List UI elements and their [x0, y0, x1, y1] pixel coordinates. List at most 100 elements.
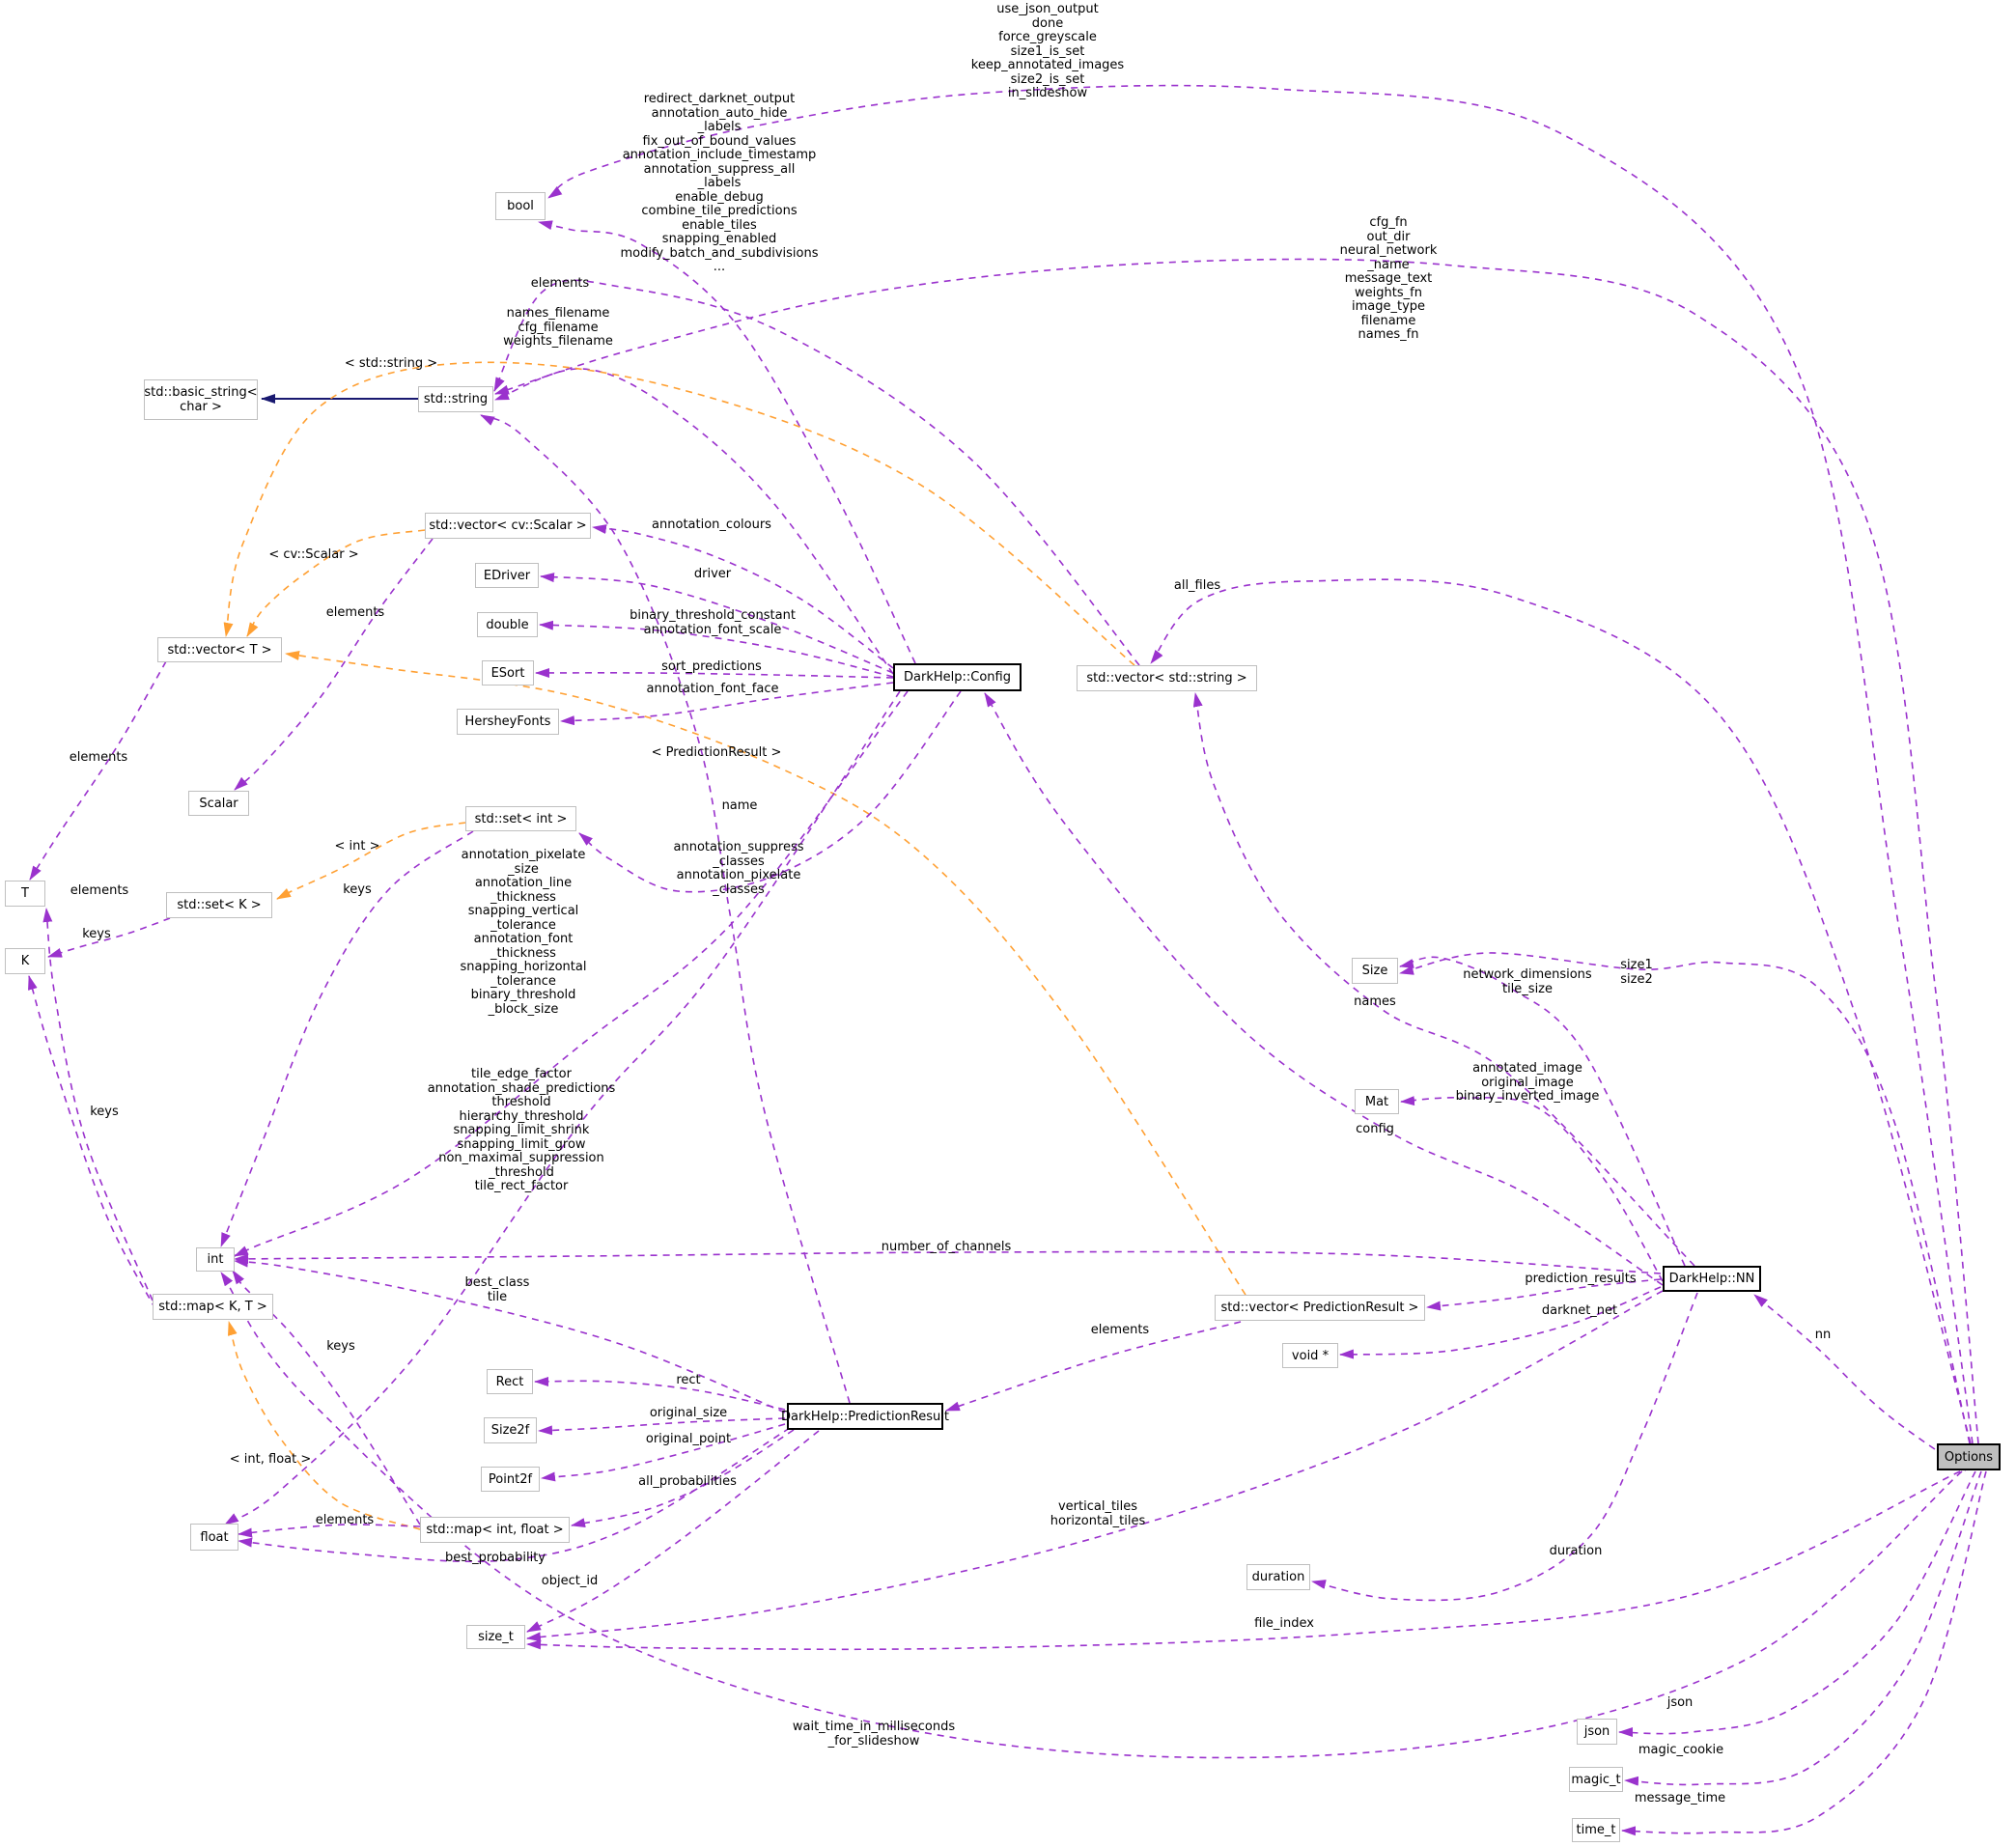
node-veccv[interactable]: std::vector< cv::Scalar > — [425, 513, 591, 539]
edge-options-to-json — [1618, 1470, 1976, 1738]
edge-nn-to-vecstr — [1192, 692, 1695, 1267]
node-T[interactable]: T — [5, 881, 45, 907]
edge-label-40: all_probabilities — [638, 1474, 737, 1489]
node-nn[interactable]: DarkHelp::NN — [1663, 1266, 1761, 1292]
edge-label-47: file_index — [1254, 1616, 1314, 1631]
edge-label-24: network_dimensions tile_size — [1463, 967, 1592, 996]
edge-label-16: annotation_pixelate _size annotation_lin… — [460, 848, 587, 1017]
edge-config-to-edriver — [540, 573, 894, 674]
edge-config-to-float — [224, 690, 901, 1525]
edge-config-to-hershey — [560, 682, 894, 726]
edge-config-to-esort — [535, 667, 894, 679]
edge-config-to-double — [539, 620, 894, 678]
edge-pr-to-rect — [534, 1376, 786, 1411]
edge-veccv-to-vecT — [246, 529, 426, 637]
edge-label-28: annotated_image original_image binary_in… — [1455, 1061, 1600, 1104]
node-options[interactable]: Options — [1937, 1443, 2001, 1470]
edge-nn-to-vecpr — [1426, 1278, 1662, 1311]
node-json[interactable]: json — [1577, 1719, 1617, 1745]
node-mapif[interactable]: std::map< int, float > — [420, 1517, 570, 1543]
edge-label-1: redirect_darknet_output annotation_auto_… — [620, 92, 819, 274]
node-basicstring[interactable]: std::basic_string< char > — [144, 379, 258, 420]
edge-pr-to-sizet — [526, 1430, 820, 1633]
edge-vecT-to-T — [29, 660, 167, 881]
node-mat[interactable]: Mat — [1355, 1089, 1399, 1114]
node-double[interactable]: double — [477, 612, 538, 637]
edge-label-3: elements — [530, 276, 590, 291]
edge-label-0: use_json_output done force_greyscale siz… — [970, 2, 1125, 100]
edge-options-to-int — [220, 1272, 1963, 1759]
edge-label-42: best_probability — [445, 1551, 546, 1565]
edge-label-22: keys — [343, 882, 372, 897]
node-string[interactable]: std::string — [418, 386, 493, 412]
node-esort[interactable]: ESort — [482, 660, 534, 686]
node-setint[interactable]: std::set< int > — [465, 806, 576, 831]
edge-mapKT-to-K — [28, 975, 156, 1310]
edge-pr-to-point2f — [541, 1423, 786, 1482]
node-setK[interactable]: std::set< K > — [166, 892, 272, 918]
edge-label-41: elements — [315, 1513, 375, 1527]
edge-vecpr-to-pr — [945, 1321, 1242, 1412]
edge-label-38: original_size — [649, 1406, 728, 1420]
edges — [28, 84, 1987, 1836]
edge-label-18: elements — [69, 750, 128, 765]
edge-mapif-to-int — [232, 1270, 421, 1525]
node-voidp[interactable]: void * — [1282, 1343, 1338, 1368]
edge-label-5: < std::string > — [344, 356, 438, 371]
edge-setint-to-setK — [276, 822, 466, 900]
edge-label-17: tile_edge_factor annotation_shade_predic… — [427, 1067, 616, 1193]
node-duration[interactable]: duration — [1246, 1564, 1310, 1590]
edge-label-13: < PredictionResult > — [651, 745, 782, 760]
edge-config-to-string — [494, 368, 894, 675]
node-vecT[interactable]: std::vector< T > — [157, 637, 282, 662]
node-config[interactable]: DarkHelp::Config — [893, 663, 1022, 691]
node-sizet[interactable]: size_t — [466, 1625, 525, 1649]
node-float[interactable]: float — [190, 1524, 238, 1551]
edge-label-15: annotation_suppress _classes annotation_… — [673, 840, 804, 897]
edge-label-44: object_id — [541, 1574, 599, 1588]
edge-mapif-to-mapKT — [227, 1321, 421, 1530]
edge-pr-to-int — [234, 1257, 786, 1413]
node-point2f[interactable]: Point2f — [481, 1467, 540, 1492]
node-int[interactable]: int — [196, 1247, 235, 1272]
edge-pr-to-mapif — [571, 1429, 795, 1527]
edge-label-43: < int, float > — [229, 1452, 312, 1467]
edge-label-37: rect — [676, 1373, 701, 1387]
edge-options-to-magict — [1624, 1470, 1982, 1786]
edge-label-27: all_files — [1173, 578, 1221, 593]
node-magict[interactable]: magic_t — [1569, 1767, 1623, 1792]
edge-label-7: < cv::Scalar > — [268, 547, 359, 562]
edge-label-25: size1 size2 — [1620, 958, 1653, 987]
edge-label-26: names — [1354, 994, 1396, 1009]
edge-pr-to-size2f — [538, 1417, 786, 1436]
node-vecpr[interactable]: std::vector< PredictionResult > — [1215, 1295, 1425, 1321]
node-size[interactable]: Size — [1352, 958, 1398, 984]
edge-label-49: json — [1666, 1695, 1694, 1710]
edge-veccv-to-scalar — [234, 538, 434, 791]
node-size2f[interactable]: Size2f — [484, 1417, 537, 1443]
node-vecstr[interactable]: std::vector< std::string > — [1077, 665, 1257, 691]
edge-vecstr-to-string — [493, 279, 1140, 666]
edge-label-4: names_filename cfg_filename weights_file… — [503, 306, 613, 349]
node-edriver[interactable]: EDriver — [475, 563, 539, 588]
edge-vecstr-to-vecT — [223, 361, 1135, 666]
node-pr[interactable]: DarkHelp::PredictionResult — [781, 1403, 949, 1430]
edge-options-to-vecstr — [1150, 578, 1972, 1444]
node-hershey[interactable]: HersheyFonts — [457, 709, 559, 735]
node-rect[interactable]: Rect — [487, 1369, 533, 1394]
edge-vecpr-to-vecT — [285, 651, 1246, 1296]
edge-label-30: number_of_channels — [881, 1240, 1012, 1254]
edge-setint-to-int — [220, 830, 474, 1247]
edge-label-32: keys — [326, 1339, 355, 1354]
edge-label-48: wait_time_in_milliseconds _for_slideshow — [792, 1720, 956, 1749]
node-scalar[interactable]: Scalar — [188, 791, 249, 816]
node-K[interactable]: K — [5, 948, 45, 974]
node-timet[interactable]: time_t — [1572, 1818, 1620, 1842]
edge-label-20: keys — [82, 927, 111, 941]
edge-label-2: cfg_fn out_dir neural_network _name mess… — [1339, 215, 1438, 342]
edge-nn-to-int — [234, 1250, 1662, 1274]
node-mapKT[interactable]: std::map< K, T > — [153, 1294, 273, 1320]
node-bool[interactable]: bool — [495, 192, 546, 220]
edge-label-14: name — [721, 798, 758, 813]
